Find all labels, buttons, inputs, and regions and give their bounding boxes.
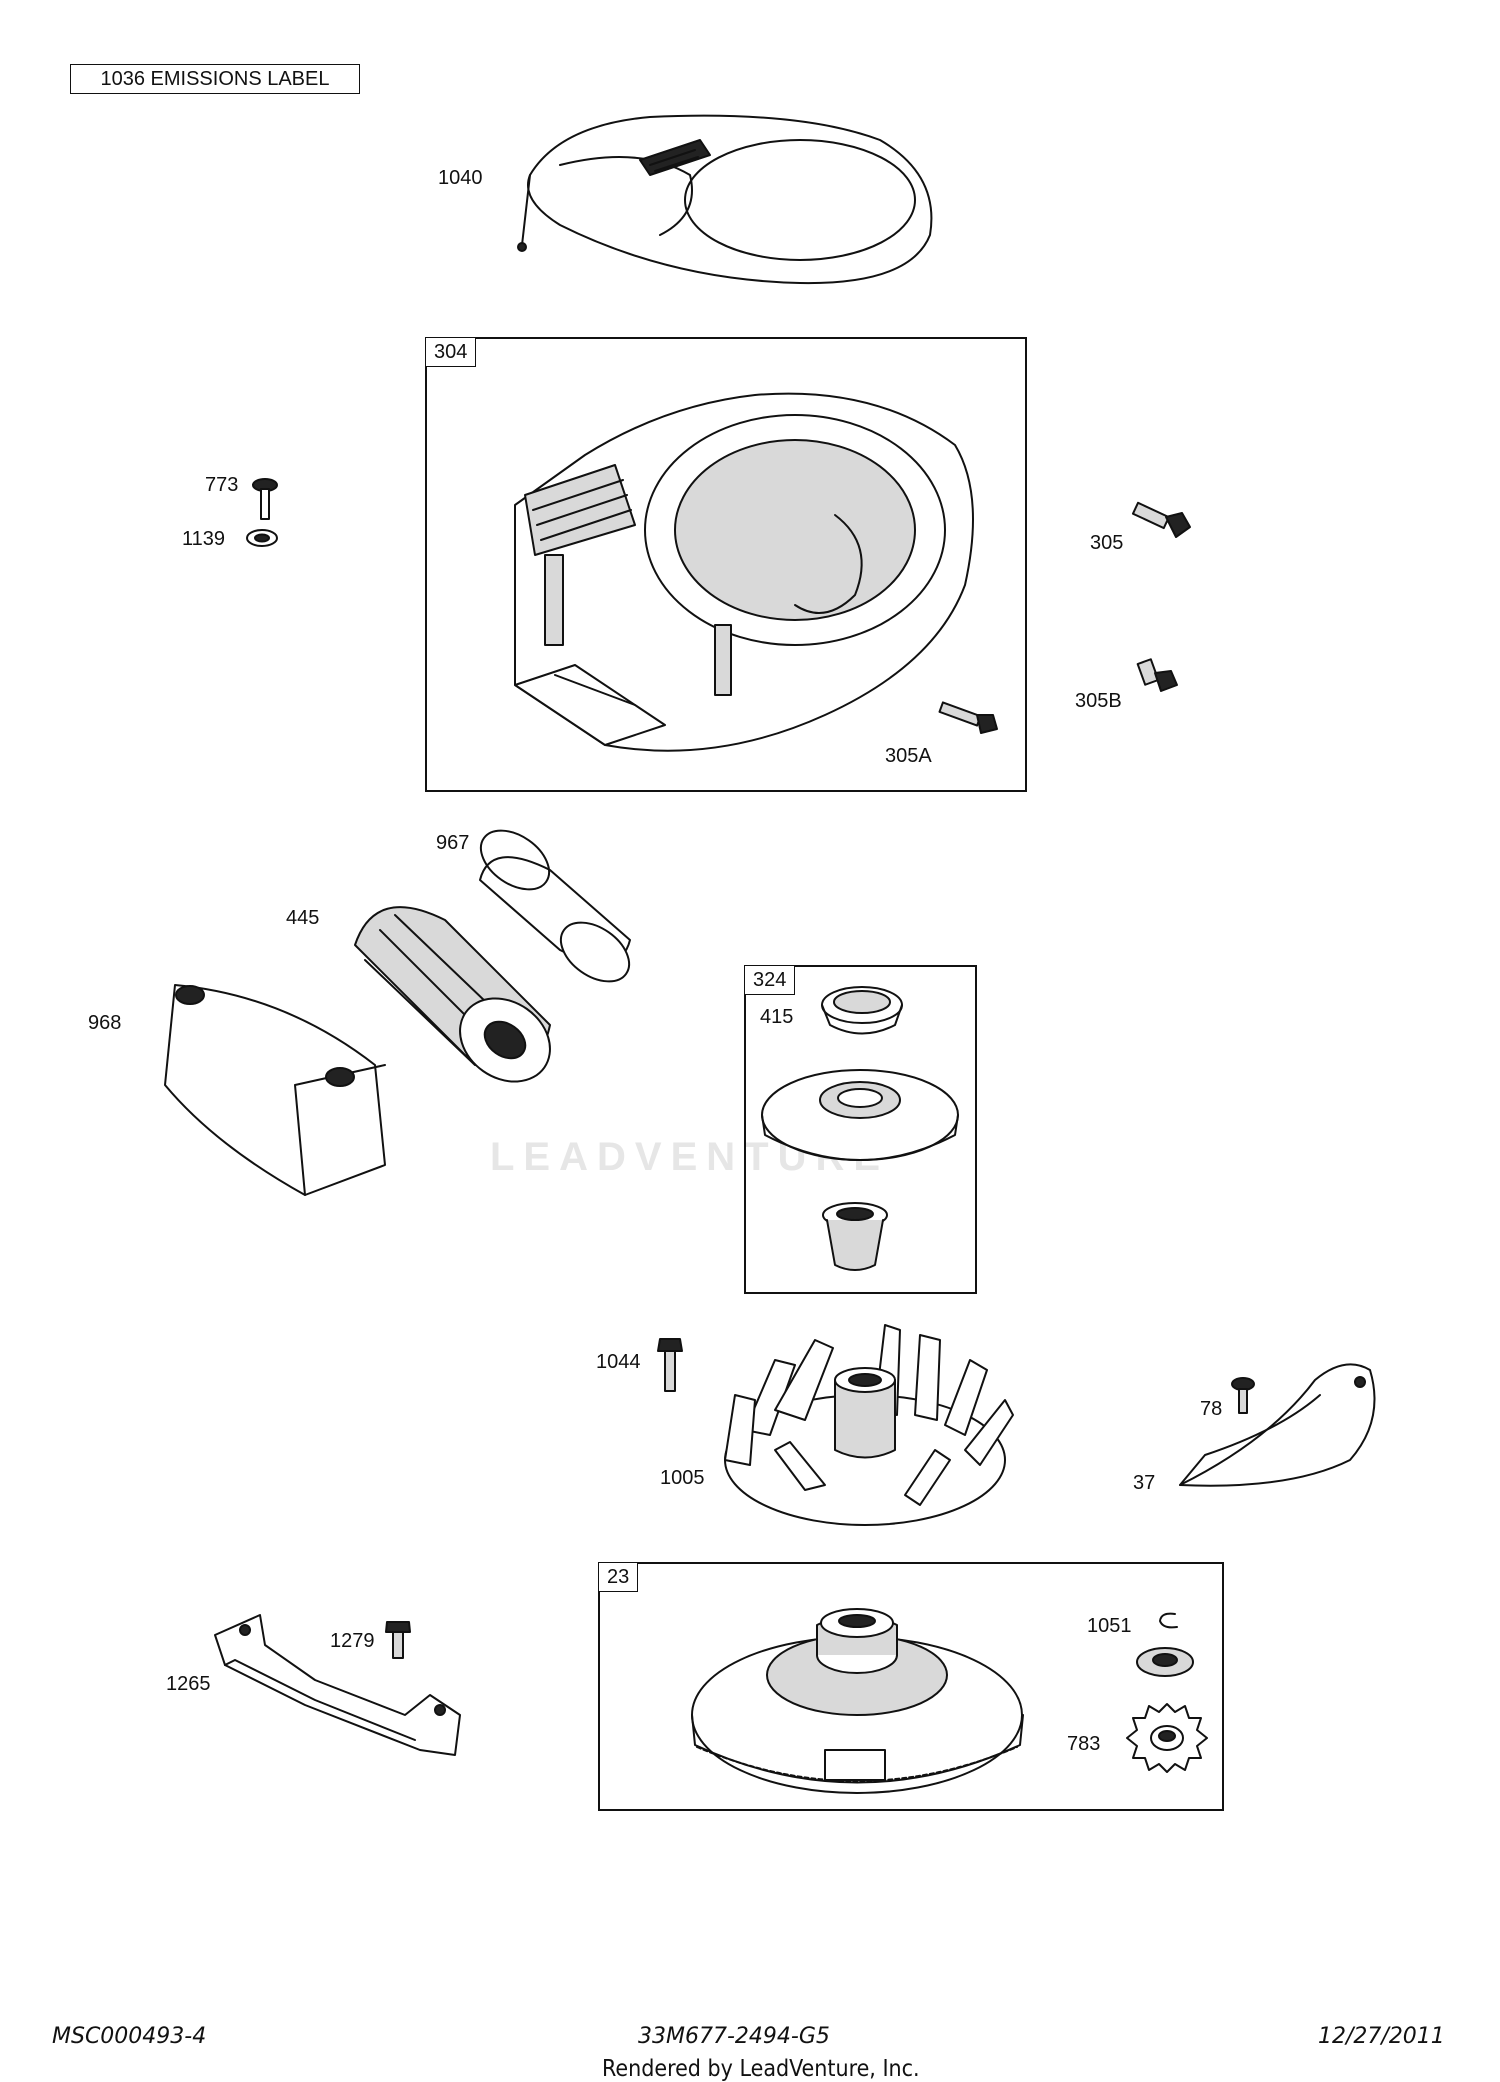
group-324-label: 324	[744, 965, 796, 995]
part-305b-bolt-drawing	[1136, 658, 1178, 692]
group-304-label: 304	[425, 337, 477, 367]
part-968-cover-drawing	[164, 984, 386, 1196]
callout-1265: 1265	[166, 1673, 211, 1695]
callout-1040: 1040	[438, 167, 483, 189]
part-305-bolt-drawing	[1131, 501, 1191, 538]
group-304-frame	[425, 337, 1027, 792]
part-324-disc-drawing	[761, 1069, 959, 1161]
footer-part-number: 33M677-2494-G5	[638, 2024, 830, 2049]
callout-78: 78	[1200, 1398, 1223, 1420]
group-324-frame	[744, 965, 977, 1294]
part-37-shield-drawing	[1179, 1363, 1376, 1487]
part-1040-cover-drawing	[517, 114, 933, 285]
callout-967: 967	[436, 832, 470, 854]
footer-diagram-id: MSC000493-4	[52, 2024, 207, 2049]
callout-1279: 1279	[330, 1630, 375, 1652]
part-1279-bolt-drawing	[385, 1621, 411, 1659]
part-78-screw-drawing	[1231, 1377, 1255, 1414]
callout-415: 415	[760, 1006, 794, 1028]
callout-445: 445	[286, 907, 320, 929]
part-773-screw-drawing	[252, 478, 278, 520]
part-967-precleaner-drawing	[479, 829, 631, 983]
group-23-label: 23	[598, 1562, 639, 1592]
part-324-insert-drawing	[822, 1202, 888, 1271]
callout-783: 783	[1067, 1733, 1101, 1755]
part-415-seal-drawing	[821, 986, 903, 1035]
callout-1051: 1051	[1087, 1615, 1132, 1637]
emissions-label-box: 1036 EMISSIONS LABEL	[70, 64, 360, 94]
part-1265-bracket-drawing	[214, 1614, 461, 1756]
callout-1044: 1044	[596, 1351, 641, 1373]
callout-37: 37	[1133, 1472, 1156, 1494]
part-304-blower-housing-drawing	[514, 392, 974, 752]
part-1005-fan-drawing	[724, 1324, 1014, 1526]
callout-305b: 305B	[1075, 690, 1122, 712]
callout-305a: 305A	[885, 745, 932, 767]
group-23-frame	[598, 1562, 1224, 1811]
part-1051-clip-drawing	[1159, 1612, 1178, 1629]
part-445-filter-drawing	[354, 906, 551, 1083]
part-1044-bolt-drawing	[657, 1338, 683, 1392]
part-783-gear-drawing	[1126, 1703, 1208, 1773]
part-1139-washer-drawing	[246, 529, 278, 547]
part-23-flywheel-drawing	[691, 1608, 1024, 1794]
callout-305: 305	[1090, 532, 1124, 554]
footer-credit: Rendered by LeadVenture, Inc.	[602, 2056, 920, 2082]
part-305a-bolt-drawing	[938, 701, 998, 734]
part-1051-washer-drawing	[1136, 1647, 1194, 1677]
callout-968: 968	[88, 1012, 122, 1034]
callout-773: 773	[205, 474, 239, 496]
callout-1005: 1005	[660, 1467, 705, 1489]
callout-1139: 1139	[182, 528, 226, 550]
footer-date: 12/27/2011	[1318, 2024, 1445, 2049]
